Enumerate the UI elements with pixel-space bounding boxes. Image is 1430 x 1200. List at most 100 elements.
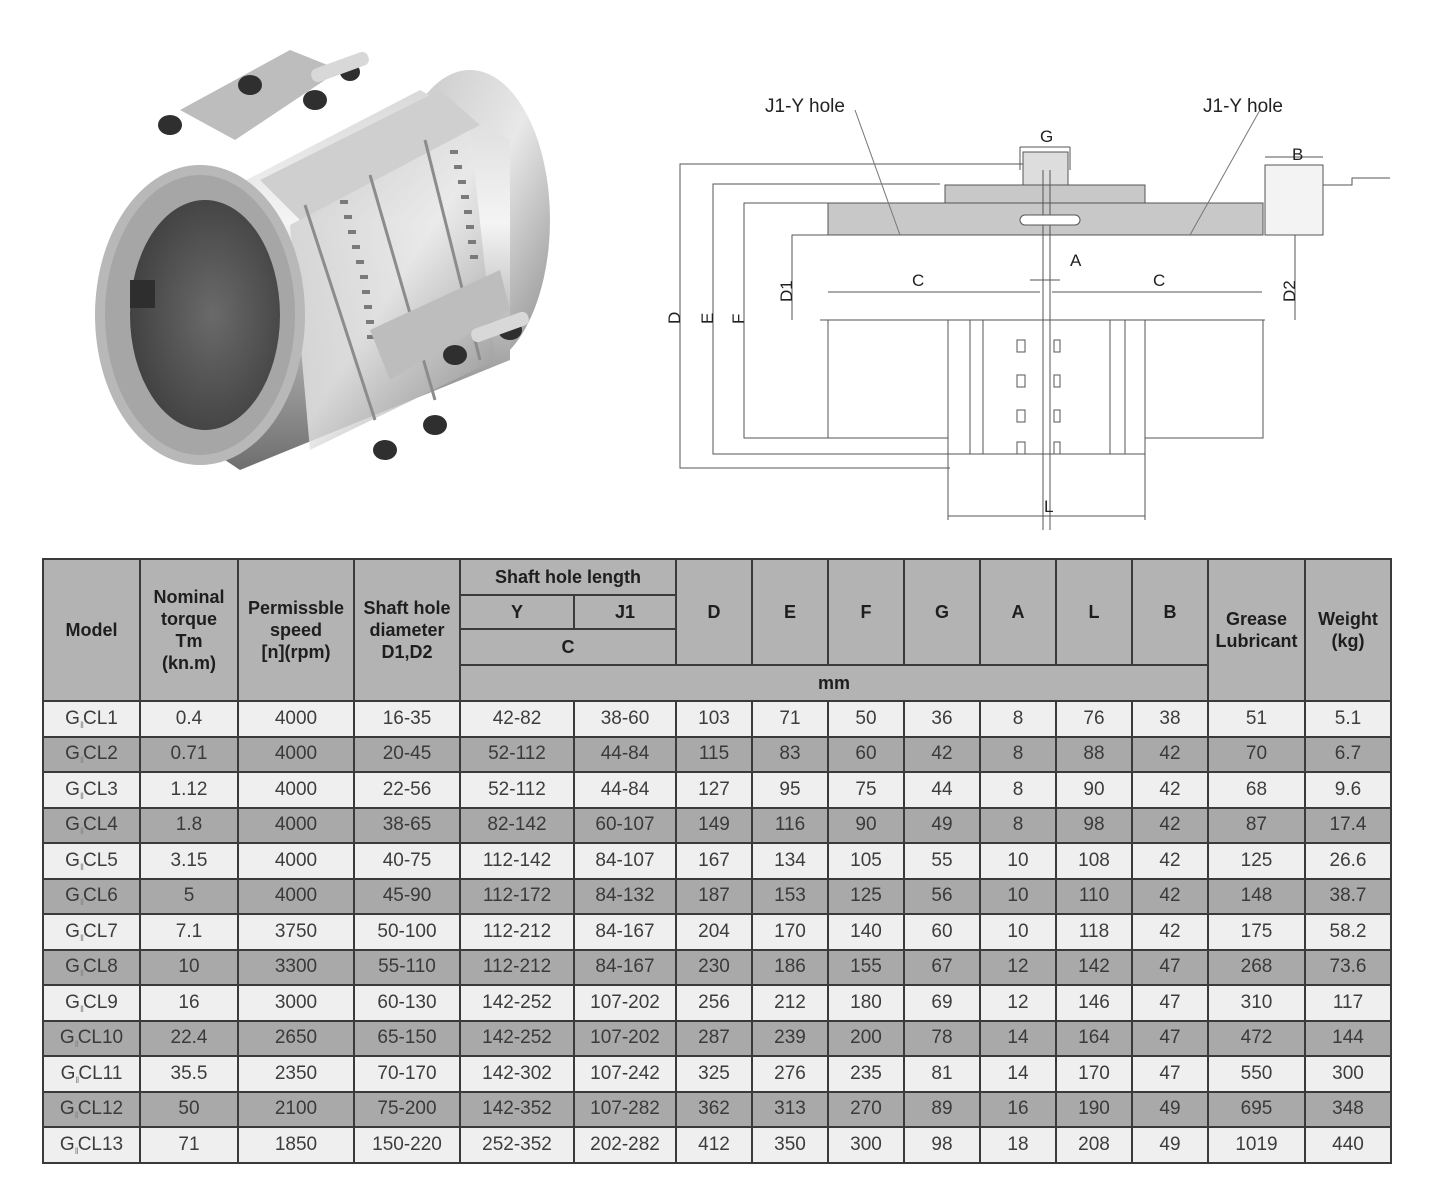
cell-j1: 84-167 [573,913,677,951]
cell-grease: 310 [1207,984,1306,1022]
model-subscript: II [79,826,84,837]
cell-speed: 4000 [237,771,355,809]
cell-g: 69 [903,984,981,1022]
cell-y: 52-112 [459,735,575,773]
cell-b: 38 [1131,700,1209,738]
cell-grease: 1019 [1207,1126,1306,1164]
cell-torque: 5 [139,877,239,915]
cell-f: 125 [827,877,905,915]
cell-torque: 50 [139,1090,239,1128]
cell-d: 412 [675,1126,753,1164]
cell-weight: 17.4 [1304,806,1392,844]
cell-j1: 44-84 [573,771,677,809]
coupling-technical-drawing: J1-Y hole J1-Y hole G B A C C L D1 D2 D … [640,70,1400,530]
cell-y: 112-172 [459,877,575,915]
cell-e: 170 [751,913,829,951]
cell-speed: 2100 [237,1090,355,1128]
cell-f: 200 [827,1019,905,1057]
cell-f: 300 [827,1126,905,1164]
cell-weight: 117 [1304,984,1392,1022]
header-c: C [459,628,677,666]
cell-b: 42 [1131,771,1209,809]
gear-coupling-product-image [40,30,600,500]
cell-torque: 1.12 [139,771,239,809]
cell-j1: 107-202 [573,984,677,1022]
cell-grease: 125 [1207,842,1306,880]
cell-model: GIICL2 [42,735,141,773]
cell-a: 8 [979,735,1057,773]
cell-f: 105 [827,842,905,880]
label-b: B [1292,145,1303,164]
cell-weight: 348 [1304,1090,1392,1128]
cell-speed: 4000 [237,806,355,844]
header-weight: Weight(kg) [1304,558,1392,702]
cell-a: 12 [979,948,1057,986]
cell-l: 108 [1055,842,1133,880]
cell-torque: 22.4 [139,1019,239,1057]
cell-speed: 4000 [237,700,355,738]
cell-b: 49 [1131,1126,1209,1164]
cell-l: 98 [1055,806,1133,844]
cell-g: 42 [903,735,981,773]
cell-y: 142-252 [459,1019,575,1057]
cell-b: 42 [1131,735,1209,773]
cell-y: 112-212 [459,948,575,986]
cell-y: 82-142 [459,806,575,844]
cell-speed: 2650 [237,1019,355,1057]
label-f: F [729,314,748,324]
cell-model: GIICL6 [42,877,141,915]
cell-speed: 4000 [237,735,355,773]
cell-speed: 3300 [237,948,355,986]
cell-weight: 300 [1304,1055,1392,1093]
cell-d: 187 [675,877,753,915]
header-shaft-hole-length: Shaft hole length [459,558,677,596]
cell-torque: 35.5 [139,1055,239,1093]
cell-l: 142 [1055,948,1133,986]
cell-g: 89 [903,1090,981,1128]
label-a: A [1070,251,1082,270]
label-g: G [1040,127,1053,146]
cell-a: 10 [979,842,1057,880]
model-subscript: II [79,861,84,872]
cell-model: GIICL12 [42,1090,141,1128]
cell-speed: 2350 [237,1055,355,1093]
cell-diameter: 40-75 [353,842,461,880]
cell-b: 42 [1131,913,1209,951]
cell-y: 112-142 [459,842,575,880]
cell-a: 18 [979,1126,1057,1164]
cell-a: 8 [979,806,1057,844]
cell-d: 167 [675,842,753,880]
cell-j1: 107-202 [573,1019,677,1057]
model-subscript: II [79,1003,84,1014]
cell-y: 112-212 [459,913,575,951]
cell-diameter: 65-150 [353,1019,461,1057]
cell-speed: 1850 [237,1126,355,1164]
label-d1: D1 [777,280,796,302]
cell-j1: 84-132 [573,877,677,915]
cell-e: 276 [751,1055,829,1093]
cell-torque: 3.15 [139,842,239,880]
cell-grease: 70 [1207,735,1306,773]
cell-l: 190 [1055,1090,1133,1128]
cell-y: 142-352 [459,1090,575,1128]
cell-diameter: 150-220 [353,1126,461,1164]
cell-model: GIICL3 [42,771,141,809]
cell-model: GIICL4 [42,806,141,844]
header-a: A [979,558,1057,666]
model-subscript: II [74,1110,79,1121]
label-c-left: C [912,271,924,290]
cell-d: 149 [675,806,753,844]
cell-diameter: 55-110 [353,948,461,986]
cell-f: 140 [827,913,905,951]
cell-diameter: 75-200 [353,1090,461,1128]
cell-weight: 5.1 [1304,700,1392,738]
cell-model: GIICL1 [42,700,141,738]
